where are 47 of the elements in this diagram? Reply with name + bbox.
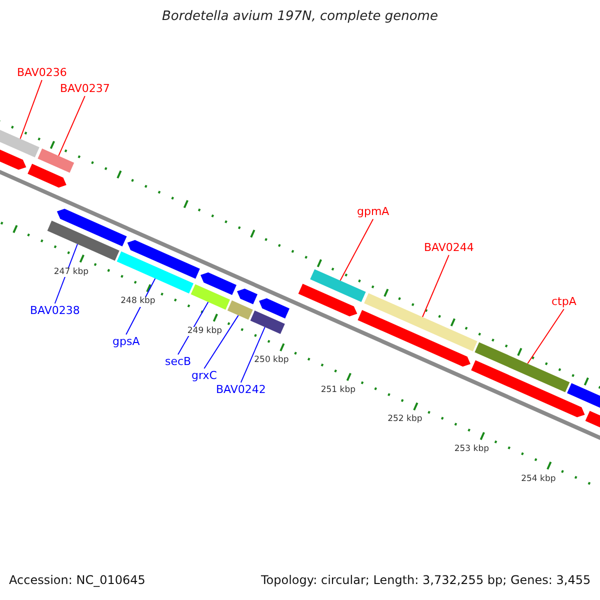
- scale-label: 248 kbp: [120, 297, 156, 307]
- leader-line: [204, 314, 239, 369]
- leader-line: [54, 244, 78, 304]
- gene-feature: [28, 164, 66, 188]
- gene-feature: [200, 272, 236, 295]
- scale-label: 252 kbp: [388, 415, 422, 426]
- gene-bar: [190, 284, 230, 310]
- scale-label: 253 kbp: [454, 444, 489, 455]
- gene-label: BAV0244: [424, 242, 474, 254]
- gene-bar: [364, 293, 478, 352]
- gene-label: secB: [165, 356, 192, 368]
- gene-feature: [56, 208, 127, 246]
- gene-label: BAV0242: [216, 384, 266, 396]
- gene-feature: [471, 360, 585, 418]
- gene-bar: [116, 251, 194, 294]
- gene-bar: [47, 220, 120, 261]
- scale-label: 249 kbp: [187, 326, 222, 336]
- leader-line: [422, 254, 450, 318]
- gene-feature: [237, 288, 258, 304]
- accession-text: Accession: NC_010645: [9, 574, 146, 588]
- scale-label: 247 kbp: [54, 268, 89, 278]
- gene-label: gpmA: [357, 206, 390, 218]
- gene-bar: [227, 300, 253, 320]
- leader-line: [20, 80, 42, 140]
- leader-line: [58, 96, 86, 156]
- gene-feature: [259, 298, 290, 318]
- genome-info-text: Topology: circular; Length: 3,732,255 bp; Genes: 3,455: [261, 574, 591, 588]
- gene-bar: [310, 269, 366, 302]
- title: Bordetella avium 197N, complete genome: [162, 10, 438, 25]
- leader-line: [340, 218, 374, 282]
- leader-line: [240, 326, 266, 383]
- gene-feature: [127, 240, 200, 279]
- gene-label: BAV0236: [17, 66, 67, 80]
- gene-label: BAV0237: [60, 82, 110, 96]
- gene-bar: [474, 342, 570, 392]
- scale-label: 254 kbp: [521, 474, 556, 484]
- gene-label: grxC: [192, 370, 217, 382]
- gene-label: gpsA: [112, 336, 140, 348]
- scale-label: 250 kbp: [254, 356, 289, 366]
- scale-label: 251 kbp: [320, 386, 356, 396]
- gene-bar: [250, 310, 285, 334]
- gene-feature: [298, 284, 358, 316]
- gene-label: ctpA: [552, 296, 576, 308]
- gene-label: BAV0238: [30, 304, 80, 318]
- leader-line: [527, 308, 564, 364]
- gene-feature: [358, 310, 470, 367]
- gene-bar: [38, 148, 74, 173]
